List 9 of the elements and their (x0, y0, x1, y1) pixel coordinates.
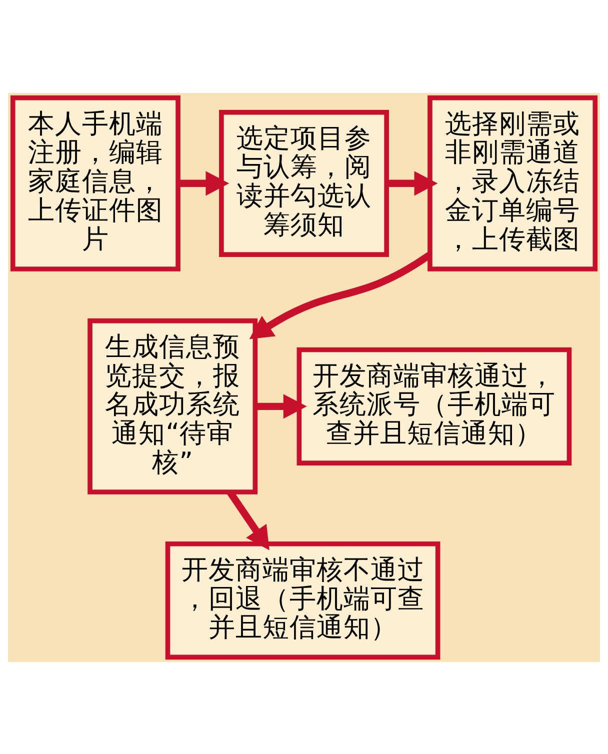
arrow (178, 170, 230, 196)
node-box: 本人手机端注册，编辑家庭信息，上传证件图片 (10, 94, 180, 271)
node-box: 开发商端审核通过，系统派号（手机端可查并且短信通知） (296, 346, 572, 465)
node-box: 开发商端审核不通过，回退（手机端可查并且短信通知） (165, 540, 440, 660)
arrow (386, 170, 438, 196)
node-box: 生成信息预览提交，报名成功系统通知“待审核” (88, 318, 258, 494)
node-box: 选定项目参与认筹，阅读并勾选认筹须知 (219, 109, 389, 256)
node-box: 选择刚需或非刚需通道，录入冻结金订单编号，上传截图 (428, 94, 598, 271)
arrow (255, 394, 307, 418)
